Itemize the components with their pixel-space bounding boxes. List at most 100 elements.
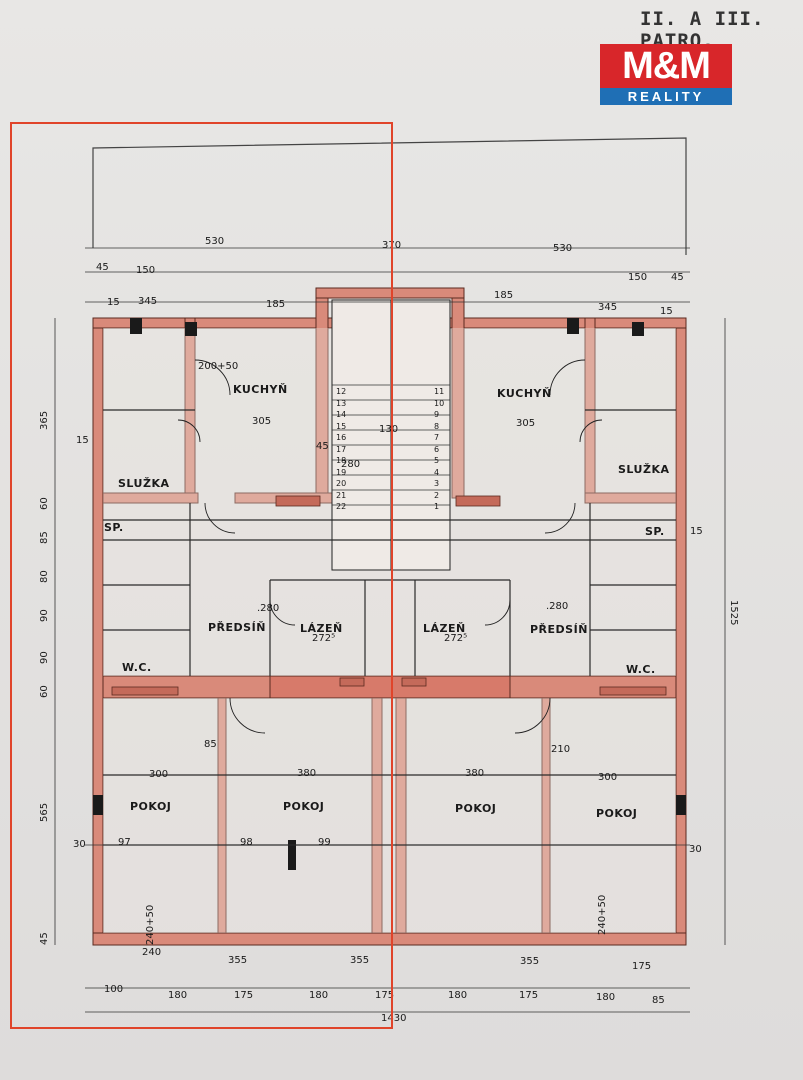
dim-kitchen-200-50: 200+50 bbox=[198, 361, 239, 372]
stair-step-number: 2 bbox=[434, 490, 440, 500]
dim-bottom-100: 100 bbox=[104, 984, 124, 995]
dim-top-345-right: 345 bbox=[598, 302, 618, 313]
dim-bottom-240: 240 bbox=[142, 947, 162, 958]
dim-top-15-right: 15 bbox=[660, 306, 673, 317]
stair-step-number: 9 bbox=[434, 410, 440, 419]
dim-bottom-180b: 180 bbox=[309, 990, 329, 1001]
dim-top-15-left: 15 bbox=[107, 297, 120, 308]
dimension-lines bbox=[54, 247, 726, 1013]
dim-bottom-355a: 355 bbox=[228, 955, 248, 966]
dim-stairs-130: 130 bbox=[379, 424, 399, 435]
room-label-kitchen-left: KUCHYŇ bbox=[233, 383, 288, 396]
room-label-maid-right: SLUŽKA bbox=[618, 463, 670, 476]
room-label-hall-left: PŘEDSÍŇ bbox=[208, 621, 266, 634]
dim-bottom-85: 85 bbox=[652, 995, 665, 1006]
stair-step-number: 3 bbox=[434, 479, 440, 488]
dim-bottom-180d: 180 bbox=[596, 992, 616, 1003]
dim-top-345-left: 345 bbox=[138, 296, 158, 307]
stair-step-number: 15 bbox=[336, 421, 347, 431]
dim-room-380-left: 380 bbox=[297, 768, 317, 779]
dim-bath-272-left: 272⁵ bbox=[312, 633, 336, 644]
room-label-pokoj-1: POKOJ bbox=[130, 800, 172, 813]
dim-kitchen-305-left: 305 bbox=[252, 416, 272, 427]
stair-step-number: 8 bbox=[434, 421, 440, 431]
dim-wall-45: 45 bbox=[316, 441, 329, 452]
selection-highlight-box bbox=[10, 122, 393, 1029]
dim-bottom-175c: 175 bbox=[519, 990, 539, 1001]
dim-room-300-right: 300 bbox=[598, 772, 618, 783]
room-label-wc-right: W.C. bbox=[626, 663, 656, 676]
dim-top-45-right: 45 bbox=[671, 272, 684, 283]
stair-step-number: 14 bbox=[336, 410, 347, 419]
stair-step-number: 13 bbox=[336, 398, 347, 408]
stair-step-number: 20 bbox=[336, 479, 347, 488]
room-label-pantry-right: SP. bbox=[645, 525, 665, 538]
dim-stairs-280: 280 bbox=[341, 459, 361, 470]
dim-window-98: 98 bbox=[240, 837, 253, 848]
dim-right-15: 15 bbox=[690, 526, 703, 537]
stair-step-number: 18 bbox=[336, 456, 347, 465]
dim-right-30: 30 bbox=[689, 844, 702, 855]
dim-bottom-180c: 180 bbox=[448, 990, 468, 1001]
room-label-pantry-left: SP. bbox=[104, 521, 124, 534]
room-label-maid-left: SLUŽKA bbox=[118, 477, 170, 490]
stair-step-number: 21 bbox=[336, 490, 347, 500]
room-label-bath-left: LÁZEŇ bbox=[300, 622, 343, 635]
dim-top-150-left: 150 bbox=[136, 265, 156, 276]
dim-bottom-175b: 175 bbox=[375, 990, 395, 1001]
dim-hall-280-left: .280 bbox=[257, 603, 280, 614]
dim-room-300-left: 300 bbox=[149, 769, 169, 780]
stair-step-number: 22 bbox=[336, 502, 347, 511]
stair-step-number: 11 bbox=[434, 387, 445, 396]
stair-step-number: 16 bbox=[336, 433, 347, 442]
stair-step-number: 19 bbox=[336, 467, 347, 477]
dim-top-185-right: 185 bbox=[494, 290, 514, 301]
dim-window-99: 99 bbox=[318, 837, 331, 848]
dim-top-185-left: 185 bbox=[266, 299, 286, 310]
dim-hall-280-right: .280 bbox=[546, 601, 569, 612]
room-label-pokoj-4: POKOJ bbox=[596, 807, 638, 820]
dim-bottom-180a: 180 bbox=[168, 990, 188, 1001]
stair-step-number: 5 bbox=[434, 456, 440, 465]
stair-step-number: 6 bbox=[434, 444, 440, 454]
dim-bottom-1430: 1430 bbox=[381, 1013, 407, 1024]
dim-window-240-50-right: 240+50 bbox=[597, 894, 608, 935]
dim-bottom-175-right: 175 bbox=[632, 961, 652, 972]
dim-left-30: 30 bbox=[73, 839, 86, 850]
mm-reality-logo: M&M REALITY bbox=[600, 44, 732, 108]
logo-subtitle: REALITY bbox=[600, 88, 732, 105]
dim-bottom-355c: 355 bbox=[520, 956, 540, 967]
stair-step-number: 10 bbox=[434, 398, 445, 408]
room-label-wc-left: W.C. bbox=[122, 661, 152, 674]
dim-kitchen-305-right: 305 bbox=[516, 418, 536, 429]
logo-wordmark: M&M bbox=[600, 44, 732, 88]
stair-step-number: 1 bbox=[434, 502, 440, 511]
dim-right-1525: 1525 bbox=[728, 600, 739, 626]
window-marks bbox=[93, 318, 686, 870]
dim-bottom-175a: 175 bbox=[234, 990, 254, 1001]
door-swings bbox=[177, 359, 603, 734]
stair-step-numbers-right: 11 10 9 8 7 6 5 4 3 2 1 bbox=[434, 388, 448, 515]
dim-top-530-left: 530 bbox=[205, 236, 225, 247]
dim-room-380-right: 380 bbox=[465, 768, 485, 779]
dim-door-210: 210 bbox=[551, 744, 571, 755]
dim-left-15: 15 bbox=[76, 435, 89, 446]
stair-step-number: 17 bbox=[336, 444, 347, 454]
stair-step-number: 7 bbox=[434, 433, 440, 442]
room-label-bath-right: LÁZEŇ bbox=[423, 622, 466, 635]
stair-step-number: 12 bbox=[336, 387, 347, 396]
room-label-pokoj-2: POKOJ bbox=[283, 800, 325, 813]
dim-door-85: 85 bbox=[204, 739, 217, 750]
dim-top-45-left: 45 bbox=[96, 262, 109, 273]
dim-bottom-355b: 355 bbox=[350, 955, 370, 966]
plot-boundary bbox=[92, 137, 687, 255]
room-label-kitchen-right: KUCHYŇ bbox=[497, 387, 552, 400]
chimney-blocks bbox=[111, 495, 667, 696]
stair-step-number: 4 bbox=[434, 467, 440, 477]
dim-bath-272-right: 272⁵ bbox=[444, 633, 468, 644]
room-label-hall-right: PŘEDSÍŇ bbox=[530, 623, 588, 636]
outer-walls bbox=[92, 287, 687, 946]
room-label-pokoj-3: POKOJ bbox=[455, 802, 497, 815]
